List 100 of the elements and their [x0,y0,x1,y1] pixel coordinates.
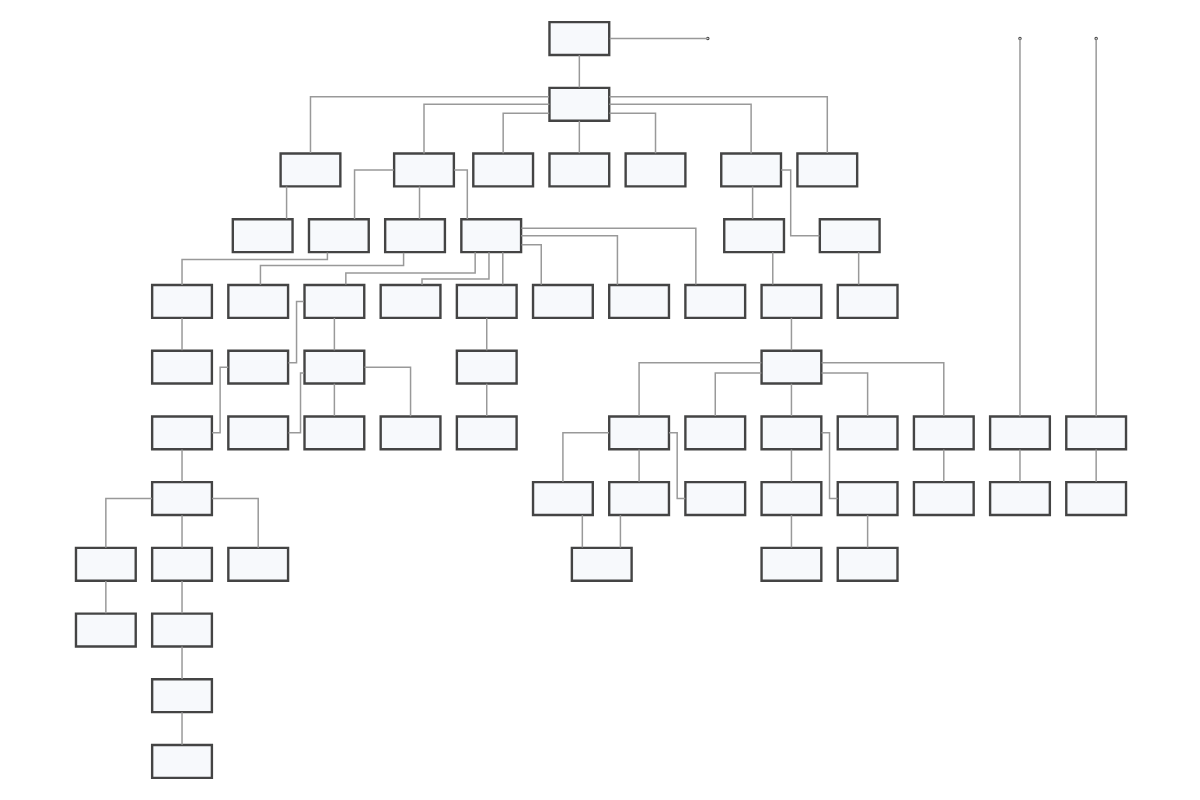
node-box [382,218,446,254]
connector [286,300,304,364]
node-box [454,283,517,320]
connector [779,169,820,237]
connector [789,448,792,483]
node-box [759,546,822,582]
node-box [547,86,610,122]
node-box [835,480,898,517]
connector [771,251,773,286]
node-box [722,218,785,254]
node-box [378,415,441,451]
node-box [719,152,782,188]
node-box [530,283,593,320]
node-box [454,415,517,451]
node-box [278,152,341,188]
connector [637,448,639,483]
node-box [835,415,898,451]
node-box [459,218,522,254]
connector [789,317,792,352]
node-box [683,480,746,517]
connector [501,251,503,286]
connector [856,251,859,286]
connector [607,112,656,154]
node-box [530,480,593,517]
node-box [911,415,974,451]
node-box [149,612,213,648]
node-box [911,480,974,517]
node-box [230,218,293,254]
node-box [302,349,365,385]
node-box [759,480,822,517]
node-box [817,218,880,254]
connector [308,96,549,154]
connector [607,103,751,155]
connector [501,112,549,154]
connector [485,317,487,352]
connector [180,580,182,614]
connector [417,185,420,220]
connector [608,37,707,40]
connector [819,432,838,500]
connector [1018,448,1020,483]
node-box [795,152,858,188]
node-box [149,546,213,582]
node-box [607,480,670,517]
connector [362,366,411,418]
node-box [835,283,898,320]
node-box [149,480,213,517]
node-box [569,546,632,582]
connector [789,514,792,549]
connector [452,169,468,220]
node-box [835,546,898,582]
connector [577,120,580,154]
connector [420,251,489,286]
connector [104,497,152,549]
connector [180,448,182,483]
connector [819,372,868,417]
node-box [391,152,455,188]
connector [667,432,685,500]
node-box [73,612,136,648]
node-box [73,546,136,582]
node-box [759,349,822,385]
node-box [226,546,289,582]
connector [422,103,550,155]
node-box [149,415,213,451]
connector [352,169,394,220]
node-box [378,283,441,320]
node-box [149,283,213,320]
connector [942,448,944,483]
connector [180,711,182,746]
connector [332,317,335,352]
node-box [607,283,670,320]
node-box [547,152,610,188]
node-box [1064,415,1127,451]
node-box [226,283,289,320]
node-box [1064,480,1127,517]
connector [210,366,228,434]
connector [577,54,580,89]
node-box [683,283,746,320]
connector [344,251,475,286]
connector [180,514,182,549]
node-box [623,152,686,188]
node-box [471,152,534,188]
node-box [607,415,670,451]
connector [519,227,696,286]
node-box [683,415,746,451]
node-box [226,415,289,451]
node-box [987,480,1051,517]
connector [819,361,944,417]
connector [104,580,106,614]
connector [637,361,762,417]
node-box [226,349,289,385]
node-box [987,415,1051,451]
connector [180,317,182,352]
node-box [149,743,213,780]
node-box [759,415,822,451]
connector [865,514,868,549]
connector [332,382,335,417]
node-box [547,20,610,57]
connector [180,251,328,286]
node-box [759,283,822,320]
connector [607,96,828,154]
